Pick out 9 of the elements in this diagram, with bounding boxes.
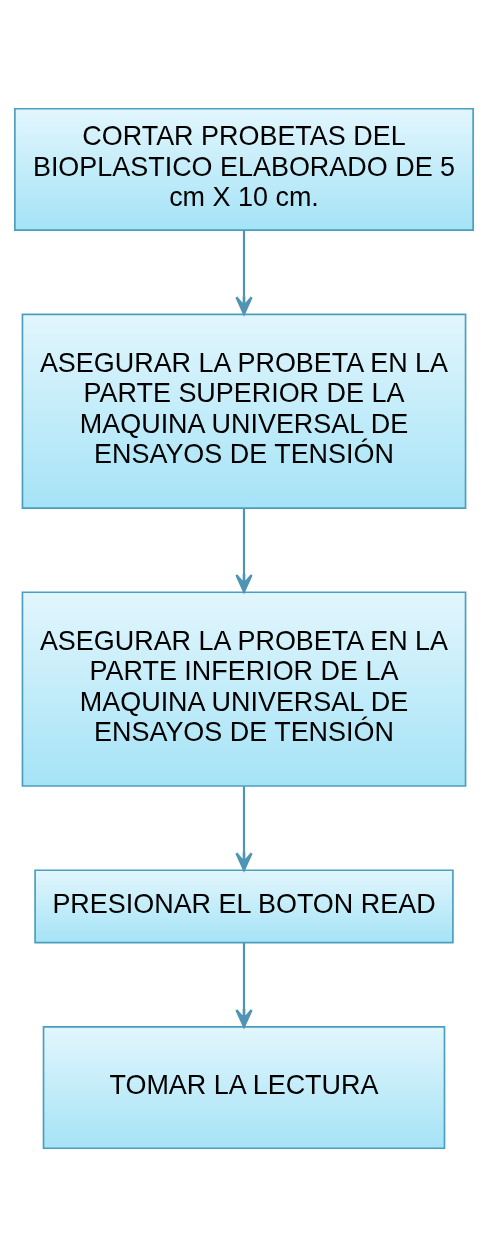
node-box: ASEGURAR LA PROBETA EN LA PARTE SUPERIOR DE LA MAQUINA UNIVERSAL DE ENSAYOS DE TENSIÓN <box>21 313 467 509</box>
node-box: TOMAR LA LECTURA <box>42 1026 446 1150</box>
arrow <box>235 508 253 593</box>
arrow <box>235 786 253 872</box>
arrow <box>235 230 253 316</box>
node-box: ASEGURAR LA PROBETA EN LA PARTE INFERIOR DE LA MAQUINA UNIVERSAL DE ENSAYOS DE TENSIÓN <box>21 591 467 787</box>
node-box: PRESIONAR EL BOTON READ <box>34 869 454 944</box>
node-box: CORTAR PROBETAS DEL BIOPLASTICO ELABORADO DE 5 cm X 10 cm. <box>14 107 474 231</box>
arrow <box>235 942 253 1028</box>
